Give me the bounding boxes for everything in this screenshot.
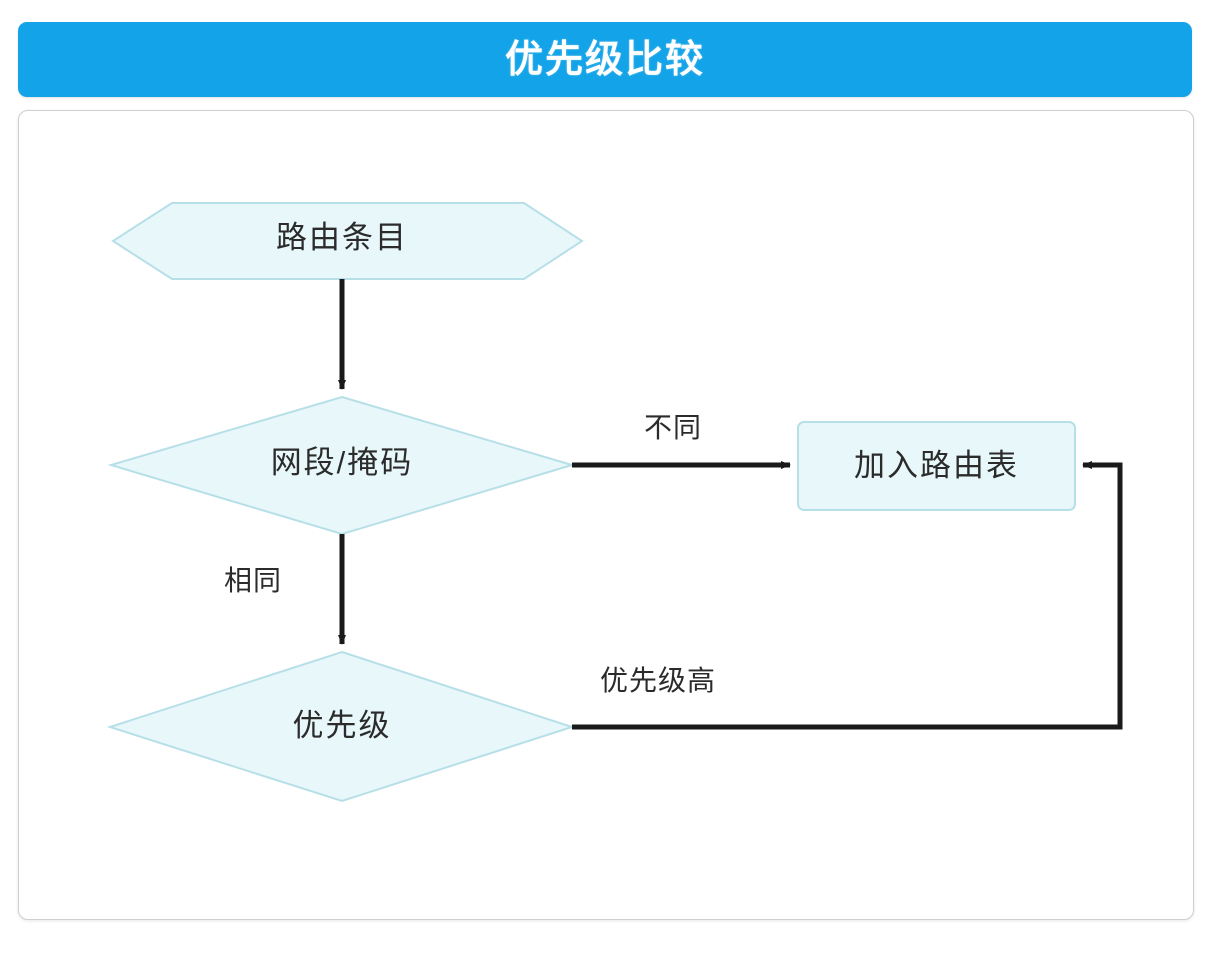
edge-label-same: 相同 — [224, 565, 283, 596]
node-add-route-label: 加入路由表 — [854, 448, 1019, 483]
node-route-entry-label: 路由条目 — [276, 220, 408, 255]
edge-label-different: 不同 — [644, 412, 703, 443]
node-net-mask-label: 网段/掩码 — [270, 445, 414, 480]
page-header-banner: 优先级比较 — [18, 22, 1192, 97]
edge-label-higher-priority: 优先级高 — [600, 665, 717, 696]
node-priority-label: 优先级 — [292, 708, 392, 743]
page-title: 优先级比较 — [504, 38, 705, 81]
